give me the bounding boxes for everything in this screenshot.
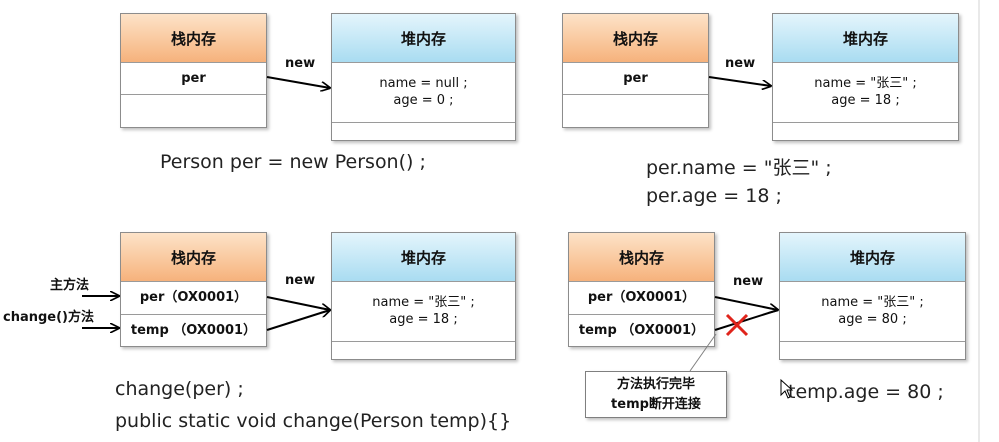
q1-stack-header: 栈内存 xyxy=(121,14,266,63)
q3-heap-name: name = "张三" ; xyxy=(372,295,475,310)
q3-heap-fields: name = "张三" ; age = 18 ; xyxy=(332,281,515,342)
q3-new-label: new xyxy=(285,273,316,288)
q4-per-arrow xyxy=(714,296,778,310)
q3-change-method-label: change()方法 xyxy=(3,310,94,325)
q2-new-arrow xyxy=(708,76,771,86)
q4-stack-row-temp: temp （OX0001） xyxy=(578,323,705,338)
q4-callout-line-2: temp断开连接 xyxy=(611,396,701,412)
q4-heap-box: 堆内存 name = "张三" ; age = 80 ; xyxy=(779,232,966,360)
q4-cross-icon xyxy=(725,313,749,337)
q4-code-line: temp.age = 80 ; xyxy=(788,381,944,403)
q1-new-arrow xyxy=(266,76,330,88)
q4-heap-name: name = "张三" ; xyxy=(821,295,924,310)
q4-heap-fields: name = "张三" ; age = 80 ; xyxy=(780,281,965,342)
q2-stack-header: 栈内存 xyxy=(563,14,708,63)
q2-heap-header: 堆内存 xyxy=(773,14,958,63)
right-edge-divider xyxy=(978,0,980,442)
q1-heap-header: 堆内存 xyxy=(332,14,515,63)
q4-new-label: new xyxy=(733,274,764,289)
q3-heap-box: 堆内存 name = "张三" ; age = 18 ; xyxy=(331,232,516,360)
q1-code-line: Person per = new Person() ; xyxy=(160,151,426,173)
q2-code-line-2: per.age = 18 ; xyxy=(646,185,782,207)
q3-heap-header: 堆内存 xyxy=(332,233,515,282)
q2-heap-box: 堆内存 name = "张三" ; age = 18 ; xyxy=(772,13,959,141)
q3-per-arrow xyxy=(266,296,330,310)
q3-stack-header: 栈内存 xyxy=(121,233,266,282)
q4-callout-leader xyxy=(689,333,717,372)
q3-stack-box: 栈内存 per（OX0001） temp （OX0001） xyxy=(120,232,267,347)
q2-heap-name: name = "张三" ; xyxy=(814,76,917,91)
q3-stack-row-temp: temp （OX0001） xyxy=(130,323,257,338)
q2-code-line-1: per.name = "张三" ; xyxy=(646,157,832,179)
cursor-icon xyxy=(780,378,794,399)
q2-heap-age: age = 18 ; xyxy=(831,93,900,108)
q1-heap-name: name = null ; xyxy=(379,76,468,91)
q4-callout-line-1: 方法执行完毕 xyxy=(616,376,695,392)
q4-heap-age: age = 80 ; xyxy=(838,312,907,327)
q1-stack-row-per: per xyxy=(121,62,266,95)
q3-temp-arrow xyxy=(266,310,330,331)
q1-heap-age: age = 0 ; xyxy=(393,93,454,108)
q4-callout: 方法执行完毕 temp断开连接 xyxy=(585,371,727,418)
q3-heap-age: age = 18 ; xyxy=(389,312,458,327)
q3-main-method-label: 主方法 xyxy=(50,278,90,293)
q4-heap-header: 堆内存 xyxy=(780,233,965,282)
q4-stack-header: 栈内存 xyxy=(569,233,714,282)
q4-stack-row-per: per（OX0001） xyxy=(569,281,714,315)
q3-stack-row-per: per（OX0001） xyxy=(121,281,266,315)
q2-new-label: new xyxy=(725,56,756,71)
q1-new-label: new xyxy=(285,56,316,71)
q2-stack-row-per: per xyxy=(563,62,708,95)
q3-code-line-2: public static void change(Person temp){} xyxy=(115,410,512,432)
q3-code-line-1: change(per) ; xyxy=(115,378,244,400)
q4-stack-box: 栈内存 per（OX0001） temp （OX0001） xyxy=(568,232,715,347)
q1-stack-box: 栈内存 per xyxy=(120,13,267,128)
q2-heap-fields: name = "张三" ; age = 18 ; xyxy=(773,62,958,123)
q4-temp-broken-link xyxy=(714,309,779,331)
q2-stack-box: 栈内存 per xyxy=(562,13,709,128)
q1-heap-fields: name = null ; age = 0 ; xyxy=(332,62,515,123)
q1-heap-box: 堆内存 name = null ; age = 0 ; xyxy=(331,13,516,141)
